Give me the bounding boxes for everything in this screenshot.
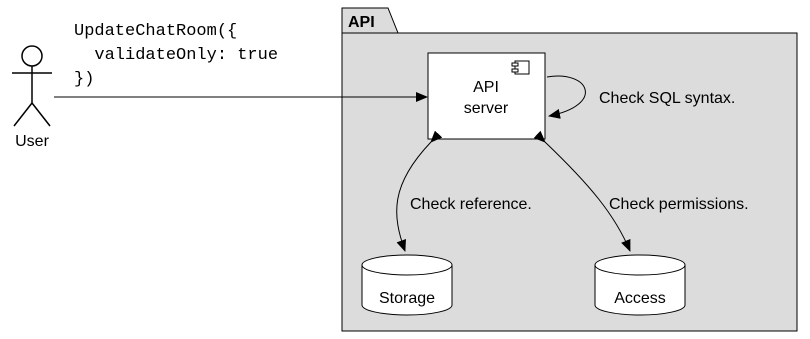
server-storage-arrow	[396, 130, 443, 252]
access-cylinder-rim	[594, 264, 686, 276]
storage-cylinder-body	[361, 254, 453, 316]
reference-check-label: Check reference.	[410, 196, 532, 213]
server-access-arrow	[533, 130, 631, 252]
package-label: API	[348, 14, 375, 31]
access-database: Access	[594, 254, 686, 316]
sql-check-label: Check SQL syntax.	[599, 90, 735, 107]
actor-label: User	[15, 133, 49, 150]
request-code: UpdateChatRoom({ validateOnly: true })	[74, 22, 278, 89]
api-server-component: API server	[427, 52, 546, 140]
api-server-label-line-1: API	[473, 79, 499, 96]
access-cylinder-body	[594, 254, 686, 316]
actor-head	[21, 45, 43, 67]
actor-left-leg	[13, 102, 33, 127]
component-icon	[511, 60, 530, 75]
sql-check-loop-arrow	[546, 75, 586, 119]
storage-database: Storage	[361, 254, 453, 316]
user-actor: User	[12, 45, 52, 150]
storage-cylinder-rim	[361, 264, 453, 276]
api-server-label-line-2: server	[464, 100, 509, 117]
request-line-3: })	[74, 70, 94, 89]
access-label: Access	[614, 290, 666, 307]
actor-right-leg	[31, 102, 51, 127]
request-line-1: UpdateChatRoom({	[74, 22, 237, 41]
storage-label: Storage	[379, 290, 435, 307]
request-line-2: validateOnly: true	[74, 46, 278, 65]
permissions-check-label: Check permissions.	[609, 196, 749, 213]
